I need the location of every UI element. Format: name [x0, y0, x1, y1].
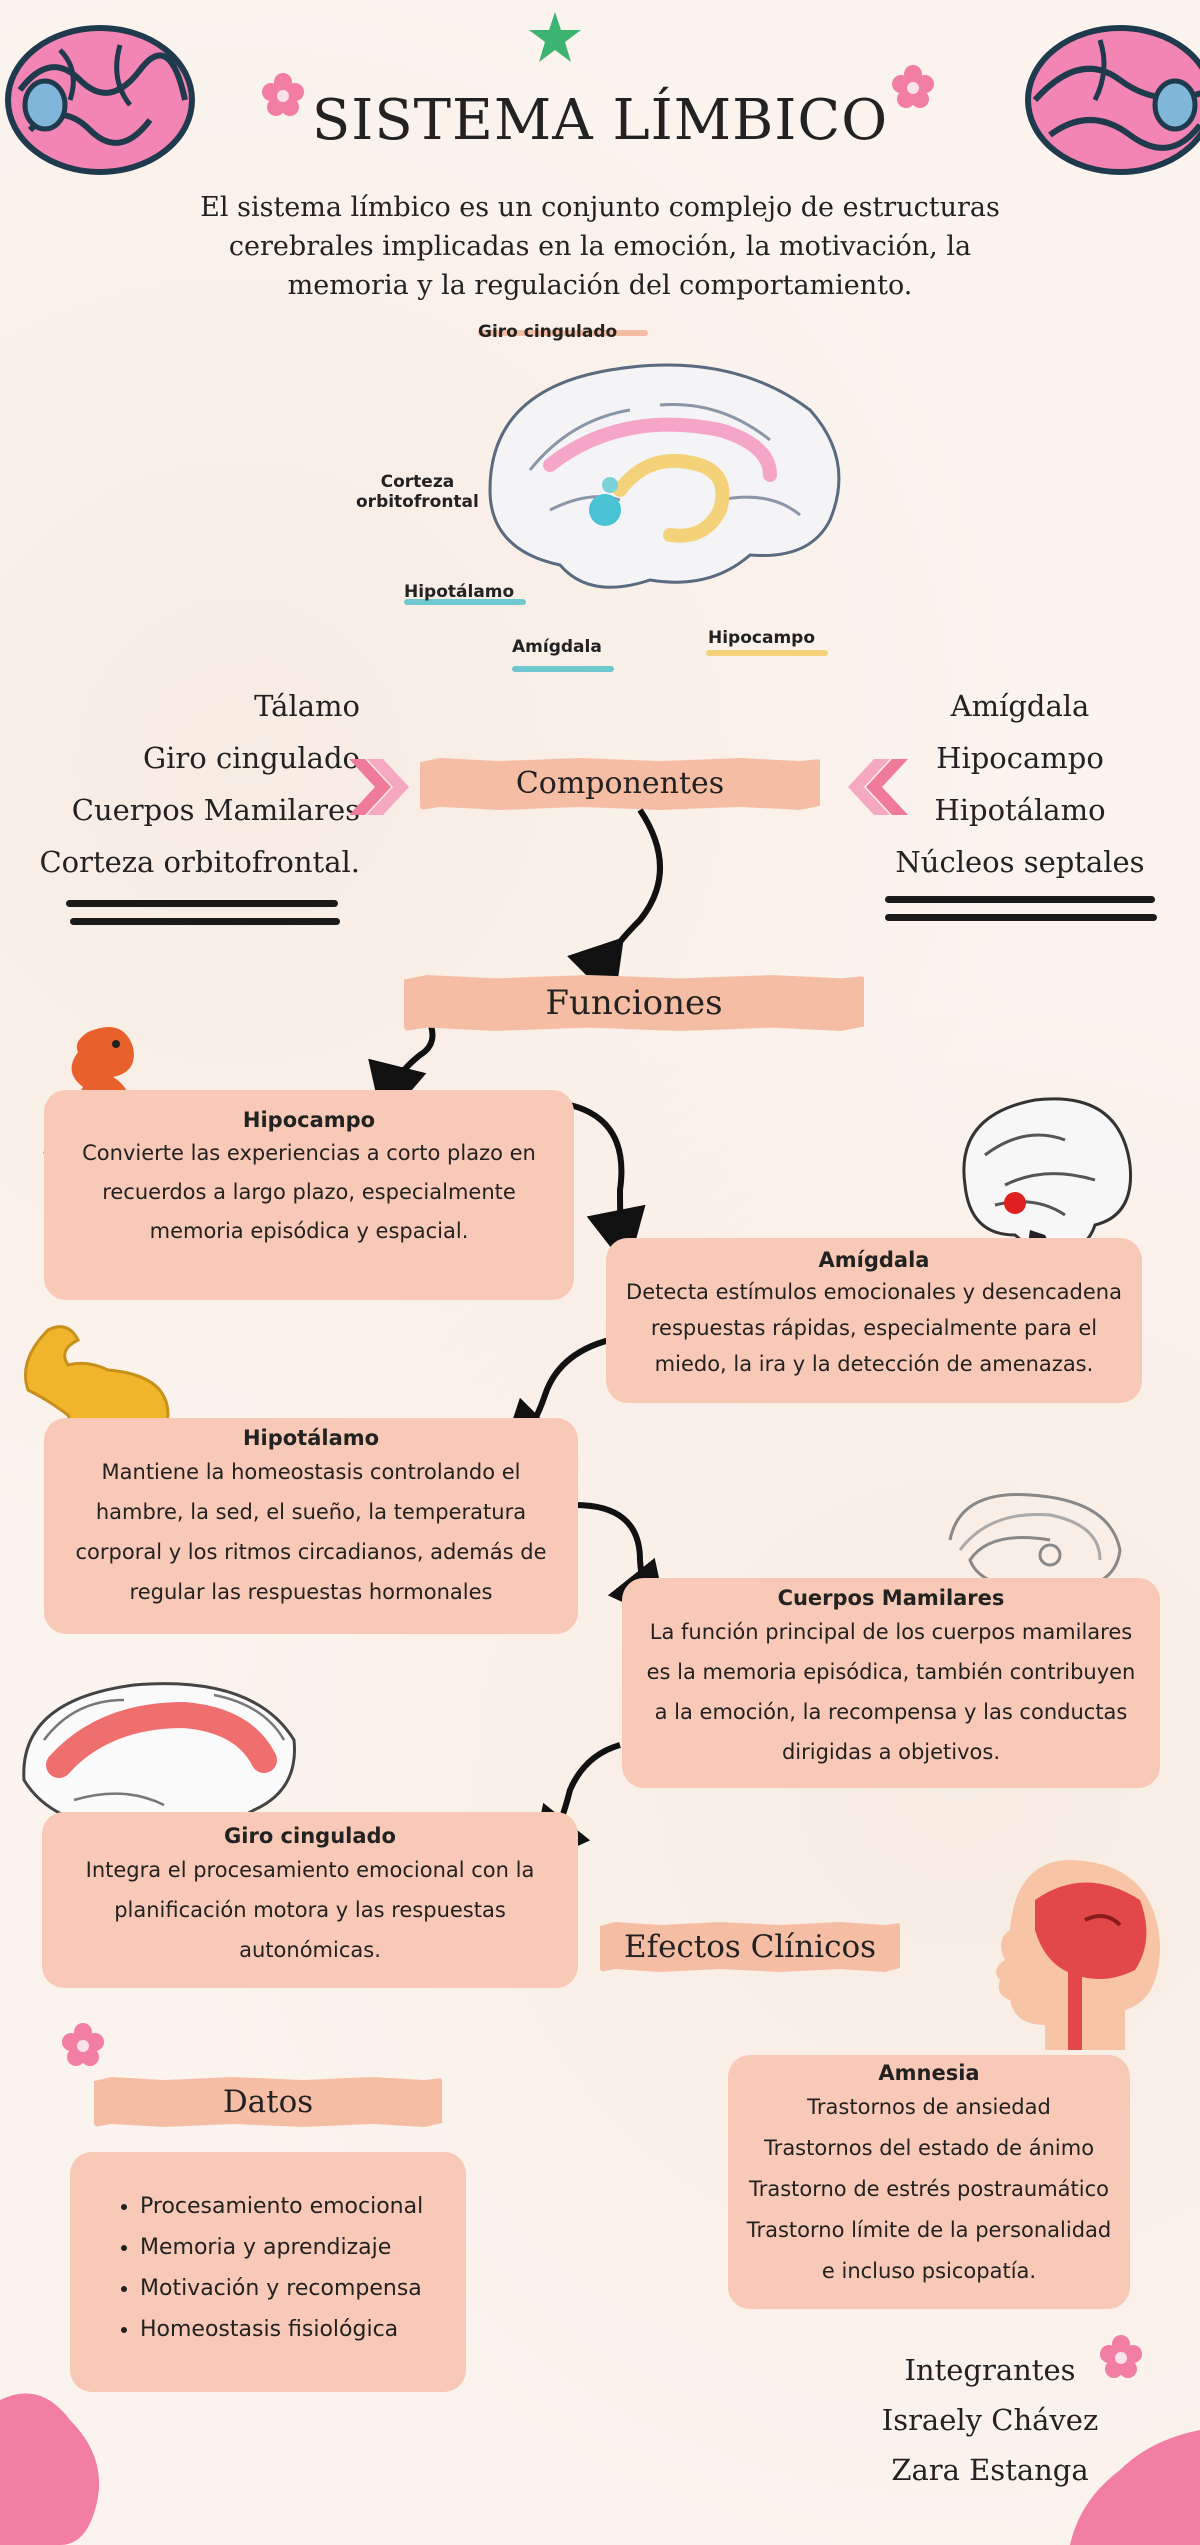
datos-card: Procesamiento emocional Memoria y aprend…: [70, 2152, 466, 2392]
diagram-label-giro: Giro cingulado: [478, 322, 618, 342]
list-item: Hipocampo: [936, 741, 1104, 775]
head-profile-icon: [996, 1860, 1160, 2050]
card-text: Detecta estímulos emocionales y desencad…: [626, 1280, 1122, 1376]
list-item: Trastorno límite de la personalidad: [746, 2218, 1112, 2242]
integrantes-section: Integrantes Israely Chávez Zara Estanga: [840, 2345, 1140, 2495]
member-name: Israely Chávez: [881, 2403, 1099, 2437]
list-item: Tálamo: [254, 689, 360, 723]
list-item: e incluso psicopatía.: [821, 2259, 1037, 2283]
card-text: Integra el procesamiento emocional con l…: [85, 1858, 535, 1962]
card-title: Amnesia: [878, 2061, 980, 2085]
list-item: Procesamiento emocional: [140, 2186, 448, 2227]
chevron-right-icon: [349, 759, 409, 815]
hipocampo-underline: [706, 650, 828, 656]
funcion-card-amigdala: Amígdala Detecta estímulos emocionales y…: [606, 1238, 1142, 1403]
hipotalamo-underline: [404, 599, 526, 605]
diagram-label-amigdala: Amígdala: [512, 637, 602, 657]
list-item: Núcleos septales: [895, 845, 1145, 879]
page-title: SISTEMA LÍMBICO: [311, 88, 889, 153]
divider-line: [885, 896, 1155, 903]
datos-list: Procesamiento emocional Memoria y aprend…: [88, 2186, 448, 2350]
divider-line: [70, 918, 340, 925]
member-name: Zara Estanga: [891, 2453, 1089, 2487]
intro-text: El sistema límbico es un conjunto comple…: [200, 192, 1000, 301]
list-item: Giro cingulado: [142, 741, 360, 775]
diagram-label-hipocampo: Hipocampo: [708, 628, 816, 648]
list-item: Corteza orbitofrontal.: [39, 845, 360, 879]
efectos-card: Amnesia Trastornos de ansiedad Trastorno…: [728, 2055, 1130, 2309]
list-item: Amígdala: [950, 689, 1090, 723]
diagram-label-hipotalamo: Hipotálamo: [404, 582, 515, 602]
datos-banner: Datos: [94, 2077, 442, 2127]
star-flower-icon: [529, 12, 581, 62]
brain-profile-icon: [962, 1097, 1133, 1263]
brain-right-icon: [1025, 25, 1200, 175]
list-item: Motivación y recompensa: [140, 2268, 448, 2309]
pink-blob-decoration: [0, 2393, 100, 2545]
componentes-banner: Componentes: [420, 758, 820, 810]
card-title: Giro cingulado: [224, 1824, 396, 1848]
card-title: Hipotálamo: [242, 1426, 380, 1450]
chevron-left-icon: [848, 759, 908, 815]
integrantes-label: Integrantes: [904, 2353, 1076, 2387]
amigdala-underline: [512, 666, 614, 672]
card-text: Mantiene la homeostasis controlando el h…: [75, 1460, 547, 1604]
componentes-left-list: Tálamo Giro cingulado Cuerpos Mamilares …: [30, 680, 360, 888]
list-item: Hipotálamo: [934, 793, 1106, 827]
diagram-label-corteza: Corteza orbitofrontal: [356, 472, 479, 512]
list-item: Trastornos del estado de ánimo: [763, 2136, 1095, 2160]
funcion-card-hipotalamo: Hipotálamo Mantiene la homeostasis contr…: [44, 1418, 578, 1634]
giro-label-underline: [478, 330, 648, 336]
list-item: Memoria y aprendizaje: [140, 2227, 448, 2268]
flower-icon: [1100, 2335, 1142, 2378]
funciones-banner: Funciones: [404, 975, 864, 1031]
list-item: Homeostasis fisiológica: [140, 2309, 448, 2350]
pink-blob-decoration: [1070, 2430, 1200, 2545]
card-title: Cuerpos Mamilares: [777, 1586, 1005, 1610]
funcion-card-giro-cingulado: Giro cingulado Integra el procesamiento …: [42, 1812, 578, 1988]
list-item: Cuerpos Mamilares: [71, 793, 360, 827]
card-text: Convierte las experiencias a corto plazo…: [82, 1141, 536, 1243]
divider-line: [885, 914, 1157, 921]
brain-sagittal-diagram: [488, 363, 841, 589]
funcion-card-hipocampo: Hipocampo Convierte las experiencias a c…: [44, 1090, 574, 1300]
efectos-banner: Efectos Clínicos: [600, 1922, 900, 1972]
list-item: Trastorno de estrés postraumático: [748, 2177, 1110, 2201]
brain-left-icon: [5, 25, 195, 175]
card-title: Amígdala: [818, 1248, 930, 1272]
flower-icon: [892, 65, 934, 108]
mammillary-sketch-icon: [948, 1493, 1122, 1592]
flower-icon: [62, 2023, 104, 2066]
card-text: La función principal de los cuerpos mami…: [646, 1620, 1136, 1764]
funcion-card-cuerpos-mamilares: Cuerpos Mamilares La función principal d…: [622, 1578, 1160, 1788]
card-title: Hipocampo: [242, 1108, 376, 1132]
flower-icon: [262, 73, 304, 116]
divider-line: [66, 900, 338, 907]
componentes-right-list: Amígdala Hipocampo Hipotálamo Núcleos se…: [880, 680, 1160, 888]
list-item: Trastornos de ansiedad: [807, 2095, 1051, 2119]
